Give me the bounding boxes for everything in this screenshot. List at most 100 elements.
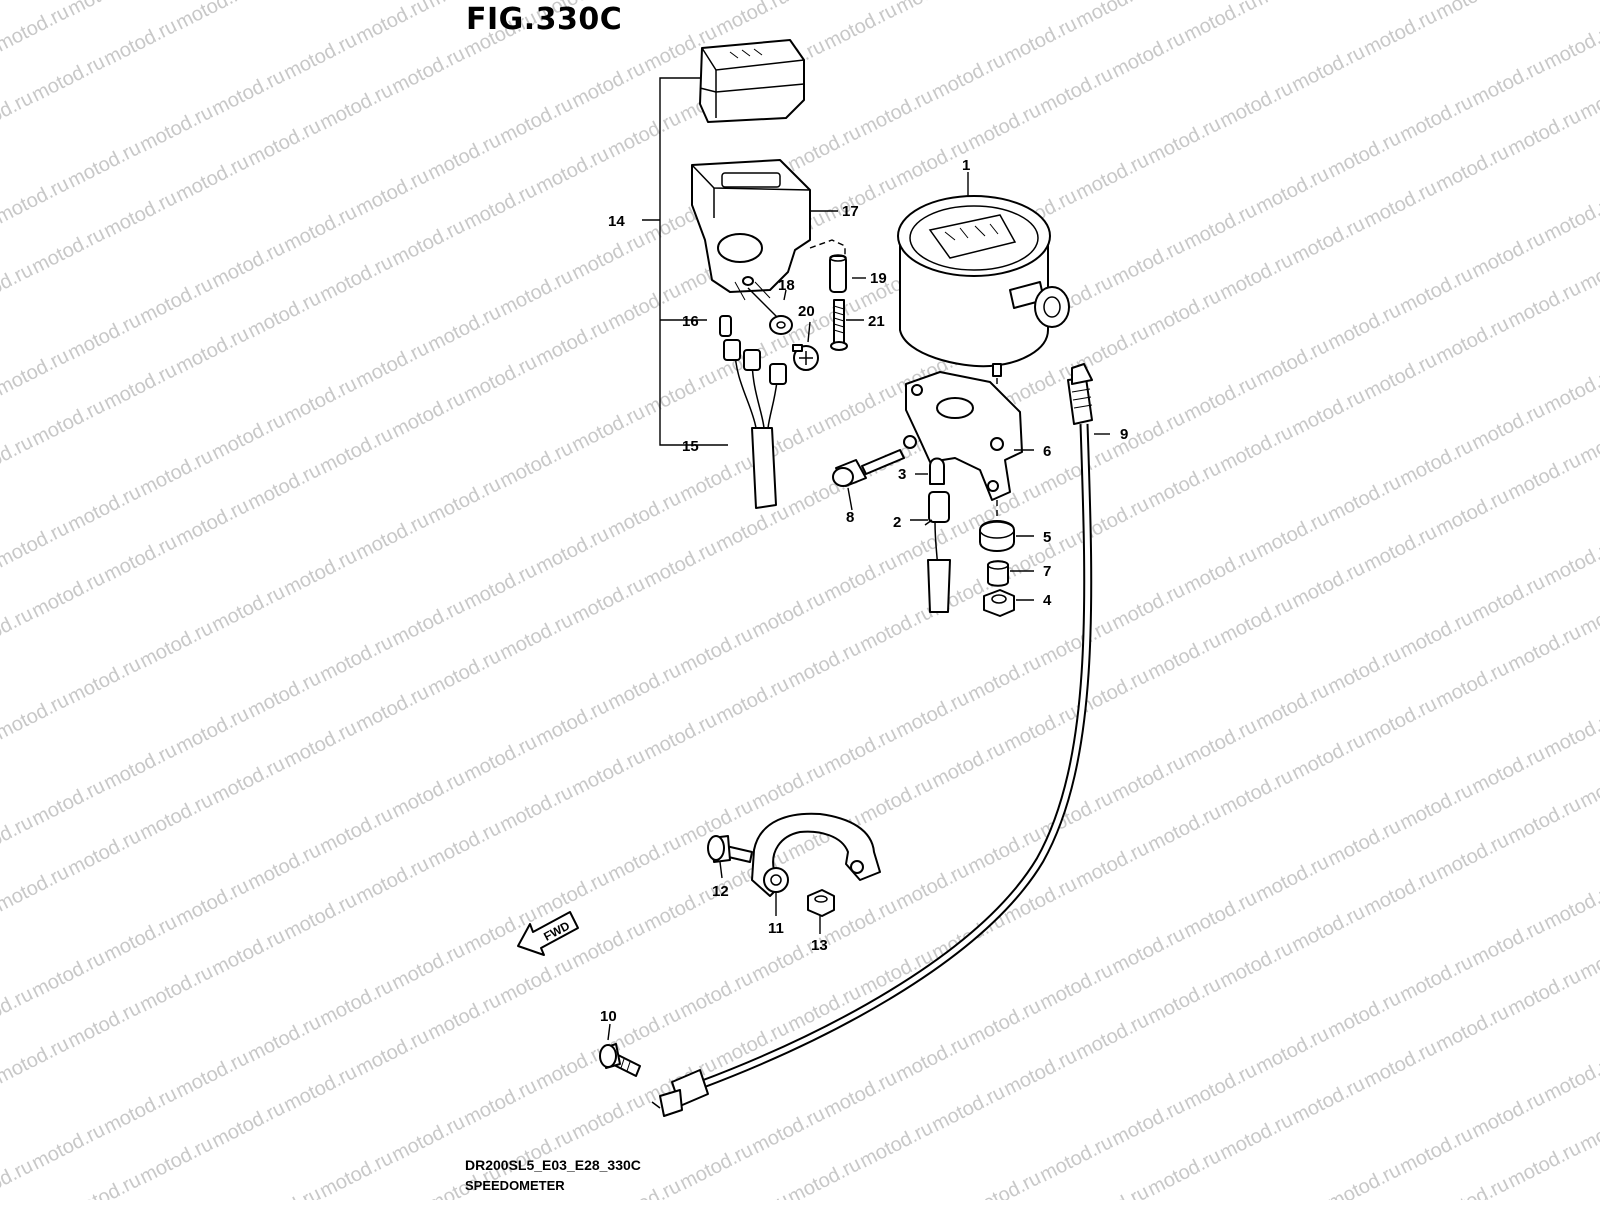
watermark-text: motod.ru: [244, 287, 324, 342]
callout-17: 17: [842, 203, 859, 220]
watermark-text: motod.ru: [316, 975, 396, 1030]
watermark-text: motod.ru: [0, 517, 73, 572]
callout-19: 19: [870, 270, 887, 287]
watermark-text: motod.ru: [820, 723, 900, 778]
watermark-text: motod.ru: [1144, 285, 1224, 340]
watermark-text: motod.ru: [928, 737, 1008, 792]
watermark-text: motod.ru: [0, 1033, 73, 1088]
watermark-text: motod.ru: [748, 759, 828, 814]
watermark-text: motod.ru: [316, 423, 396, 478]
watermark-text: motod.ru: [1108, 579, 1188, 634]
watermark-text: motod.ru: [1000, 13, 1080, 68]
watermark-text: motod.ru: [280, 717, 360, 772]
watermark-text: motod.ru: [1252, 851, 1332, 906]
watermark-text: motod.ru: [208, 925, 288, 980]
watermark-text: motod.ru: [64, 653, 144, 708]
watermark-text: motod.ru: [1396, 1123, 1476, 1178]
watermark-text: motod.ru: [136, 789, 216, 844]
watermark-text: motod.ru: [280, 373, 360, 428]
watermark-text: motod.ru: [388, 43, 468, 98]
watermark-text: motod.ru: [496, 609, 576, 664]
watermark-text: motod.ru: [1396, 91, 1476, 146]
watermark-text: motod.ru: [1144, 801, 1224, 856]
watermark-text: motod.ru: [1468, 915, 1548, 970]
watermark-text: motod.ru: [1288, 901, 1368, 956]
watermark-text: motod.ru: [28, 775, 108, 830]
watermark-text: motod.ru: [568, 1089, 648, 1144]
watermark-text: motod.ru: [1540, 191, 1600, 246]
watermark-text: motod.ru: [748, 1103, 828, 1158]
watermark-text: motod.ru: [0, 983, 37, 1038]
watermark-text: motod.ru: [820, 1067, 900, 1122]
watermark-text: motod.ru: [172, 875, 252, 930]
watermark-text: motod.ru: [1540, 535, 1600, 590]
watermark-text: motod.ru: [1252, 507, 1332, 562]
watermark-text: motod.ru: [460, 559, 540, 614]
watermark-text: motod.ru: [1324, 1159, 1404, 1200]
watermark-text: motod.ru: [964, 651, 1044, 706]
watermark-text: motod.ru: [1036, 615, 1116, 670]
callout-16: 16: [682, 313, 699, 330]
watermark-text: motod.ru: [0, 1, 73, 56]
watermark-text: motod.ru: [64, 1169, 144, 1200]
watermark-text: motod.ru: [352, 1025, 432, 1080]
watermark-text: motod.ru: [1504, 449, 1584, 504]
part-nut-4: [983, 589, 1015, 617]
callout-12: 12: [712, 883, 729, 900]
watermark-text: motod.ru: [1252, 335, 1332, 390]
watermark-text: motod.ru: [784, 1153, 864, 1200]
watermark-text: motod.ru: [568, 401, 648, 456]
watermark-text: motod.ru: [1360, 693, 1440, 748]
watermark-text: motod.ru: [784, 637, 864, 692]
callout-9: 9: [1120, 426, 1128, 443]
callout-8: 8: [846, 509, 854, 526]
watermark-text: motod.ru: [1072, 0, 1152, 32]
watermark-text: motod.ru: [0, 259, 37, 314]
watermark-text: motod.ru: [460, 179, 540, 234]
watermark-text: motod.ru: [964, 99, 1044, 154]
watermark-text: motod.ru: [676, 1139, 756, 1194]
watermark-text: motod.ru: [892, 859, 972, 914]
watermark-text: motod.ru: [1216, 1109, 1296, 1164]
watermark-text: motod.ru: [748, 587, 828, 642]
watermark-text: motod.ru: [820, 171, 900, 226]
watermark-text: motod.ru: [928, 1081, 1008, 1136]
watermark-text: motod.ru: [568, 745, 648, 800]
watermark-text: motod.ru: [1432, 1173, 1512, 1200]
watermark-text: motod.ru: [1216, 765, 1296, 820]
watermark-text: motod.ru: [352, 509, 432, 564]
watermark-text: motod.ru: [100, 739, 180, 794]
wire-harness: [719, 315, 787, 509]
watermark-text: motod.ru: [28, 1119, 108, 1174]
watermark-text: motod.ru: [1000, 701, 1080, 756]
watermark-text: motod.ru: [532, 315, 612, 370]
callout-4: 4: [1043, 592, 1052, 609]
watermark-text: motod.ru: [280, 201, 360, 256]
watermark-text: motod.ru: [424, 301, 504, 356]
callout-5: 5: [1043, 529, 1051, 546]
watermark-text: motod.ru: [496, 781, 576, 836]
watermark-text: motod.ru: [1360, 1037, 1440, 1092]
watermark-text: motod.ru: [676, 451, 756, 506]
watermark-text: motod.ru: [1468, 571, 1548, 626]
part-spacer-19: [829, 254, 847, 293]
watermark-text: motod.ru: [712, 501, 792, 556]
watermark-text: motod.ru: [784, 121, 864, 176]
watermark-text: motod.ru: [424, 473, 504, 528]
watermark-text: motod.ru: [496, 437, 576, 492]
group-bracket-14: [642, 77, 728, 446]
watermark-text: motod.ru: [1072, 1009, 1152, 1064]
watermark-text: motod.ru: [136, 445, 216, 500]
watermark-text: motod.ru: [0, 345, 73, 400]
watermark-text: motod.ru: [1396, 779, 1476, 834]
watermark-text: motod.ru: [0, 603, 37, 658]
watermark-text: motod.ru: [892, 135, 972, 190]
watermark-text: motod.ru: [172, 323, 252, 378]
watermark-text: motod.ru: [0, 173, 73, 228]
watermark-text: motod.ru: [352, 853, 432, 908]
watermark-text: motod.ru: [1432, 829, 1512, 884]
watermark-text: motod.ru: [1504, 793, 1584, 848]
watermark-text: motod.ru: [1180, 371, 1260, 426]
watermark-text: motod.ru: [1180, 887, 1260, 942]
watermark-text: motod.ru: [1540, 1051, 1600, 1106]
